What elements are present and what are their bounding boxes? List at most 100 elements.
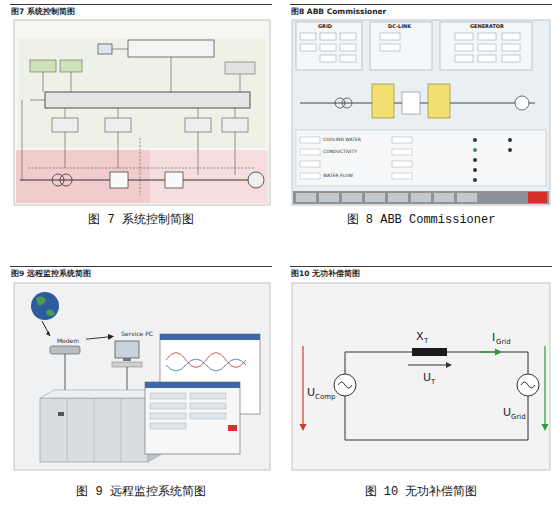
arrow-head — [542, 424, 549, 431]
trend-curve — [166, 359, 246, 371]
monitor-stand — [123, 358, 131, 361]
status-lamp — [473, 168, 477, 172]
converter-box — [110, 172, 128, 188]
value-cell — [455, 55, 473, 62]
signal-wires — [20, 49, 255, 195]
voltage-arrow — [544, 346, 545, 425]
device-name: Service PC — [113, 329, 161, 339]
figure-caption: 图 10 无功补偿简图 — [290, 486, 552, 498]
field — [150, 403, 186, 409]
figure-caption: 图 7 系统控制简图 — [10, 214, 272, 226]
value-cell — [340, 33, 356, 40]
value-cell — [502, 33, 520, 40]
commissioner-screen — [292, 20, 550, 205]
keyboard — [112, 362, 142, 367]
bar-button — [457, 193, 477, 202]
value-cell — [380, 44, 400, 51]
symbol-name: U — [307, 387, 315, 398]
status-lamp — [508, 138, 512, 142]
value-cell — [455, 33, 473, 40]
dashed-wire — [28, 138, 255, 195]
module-box — [52, 118, 78, 132]
ac-source-symbol — [517, 374, 539, 396]
value-cell — [478, 55, 496, 62]
transformer-symbol — [342, 98, 352, 108]
bar-button — [365, 193, 385, 202]
sine-mark — [521, 382, 535, 388]
symbol-subscript: Grid — [511, 414, 526, 421]
value-cell — [380, 33, 400, 40]
controller-box — [128, 40, 214, 57]
field — [150, 423, 186, 429]
link-connector — [86, 336, 113, 339]
converter-box — [165, 172, 183, 188]
value-cell — [478, 44, 496, 51]
status-cell — [300, 149, 320, 155]
converter-cabinet — [40, 398, 148, 462]
status-table — [296, 130, 546, 186]
remote-monitoring-illustration — [14, 283, 270, 470]
bar-button — [342, 193, 362, 202]
panel-heading: 图9 远程监控系统简图 — [11, 270, 91, 278]
symbol-name: U — [503, 407, 511, 418]
bar-button — [296, 193, 316, 202]
bar-button — [411, 193, 431, 202]
globe-land — [36, 296, 55, 316]
software-window — [145, 382, 240, 454]
module-box — [185, 118, 211, 132]
globe-icon — [31, 292, 59, 320]
value-cell — [320, 33, 336, 40]
status-cell — [392, 149, 412, 155]
voltage-arrow — [302, 346, 303, 425]
value-cells — [300, 33, 520, 62]
cabinet-display — [58, 412, 64, 416]
arrow-head — [46, 331, 50, 336]
field — [190, 413, 226, 419]
arrow-head — [495, 349, 502, 356]
voltage-arrow — [408, 365, 447, 366]
circuit-wire — [345, 352, 528, 440]
value-cell — [320, 55, 336, 62]
wire — [43, 49, 240, 118]
pc-monitor — [115, 341, 139, 358]
converter-block — [428, 84, 450, 118]
value-cell — [478, 33, 496, 40]
ac-source-symbol — [334, 374, 356, 396]
modem-device — [50, 346, 80, 354]
bar-button — [388, 193, 408, 202]
control-schematic — [14, 20, 270, 205]
screen-section-title: DC-LINK — [388, 24, 411, 29]
panel-heading: 图8 ABB Commissioner — [291, 8, 386, 16]
value-panel — [296, 22, 362, 70]
window-title-bar — [145, 382, 240, 388]
status-cell — [300, 161, 320, 167]
symbol-name: I — [492, 332, 495, 343]
converter-block — [372, 84, 394, 118]
status-lamp — [508, 148, 512, 152]
arrow-head — [300, 424, 307, 431]
io-box — [225, 62, 255, 74]
button-bar — [293, 191, 549, 204]
value-cell — [320, 44, 336, 51]
generator-symbol — [515, 96, 529, 110]
field — [150, 393, 186, 399]
panel-heading: 图7 系统控制简图 — [11, 8, 75, 16]
status-lamp — [473, 178, 477, 182]
alarm-button — [528, 192, 547, 203]
io-box — [30, 60, 56, 72]
status-cell — [300, 137, 320, 143]
pink-zone — [16, 150, 268, 203]
table-cell: CONDUCTIVITY — [323, 150, 357, 155]
image-frame — [14, 20, 270, 205]
bar-buttons — [296, 193, 477, 202]
io-box — [60, 60, 82, 72]
panel-heading: 图10 无功补偿简图 — [291, 270, 360, 278]
bar-button — [434, 193, 454, 202]
symbol-subscript: Comp — [315, 394, 335, 401]
figure-panel: 图7 系统控制简图 — [10, 4, 272, 209]
image-frame — [14, 283, 270, 470]
